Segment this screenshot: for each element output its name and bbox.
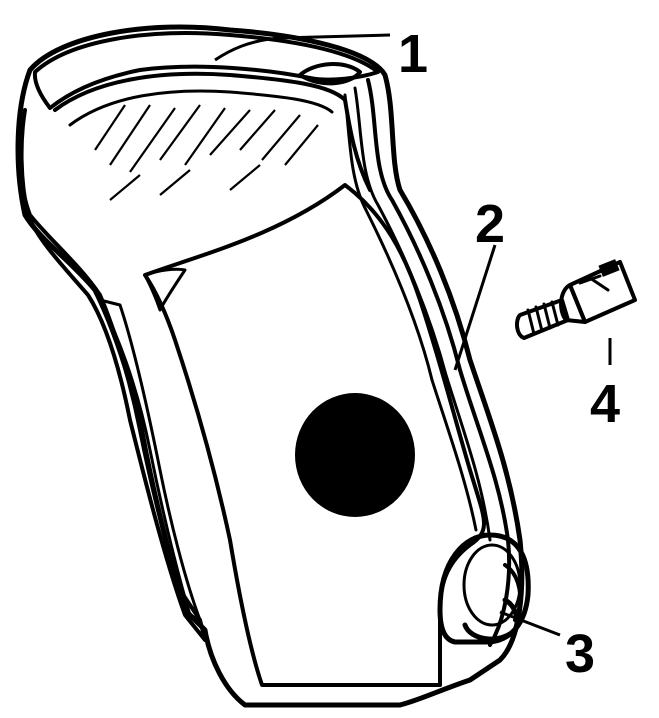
leader-lines: [214, 33, 612, 637]
upper-face-shading: [94, 104, 319, 201]
knurled-checkering-icon: [143, 183, 486, 687]
callout-2: 2: [475, 194, 505, 254]
leader-line-1: [214, 33, 391, 62]
leader-line-2: [453, 244, 497, 371]
grip-panel-icon: [15, 24, 525, 708]
grip-screw-icon: [514, 259, 637, 340]
callout-1: 1: [398, 24, 428, 84]
star-screw-head-icon: [295, 393, 415, 517]
locking-loop-icon: [437, 532, 531, 645]
leader-line-3: [499, 610, 561, 637]
callout-3: 3: [565, 624, 595, 684]
callout-4: 4: [590, 374, 620, 434]
